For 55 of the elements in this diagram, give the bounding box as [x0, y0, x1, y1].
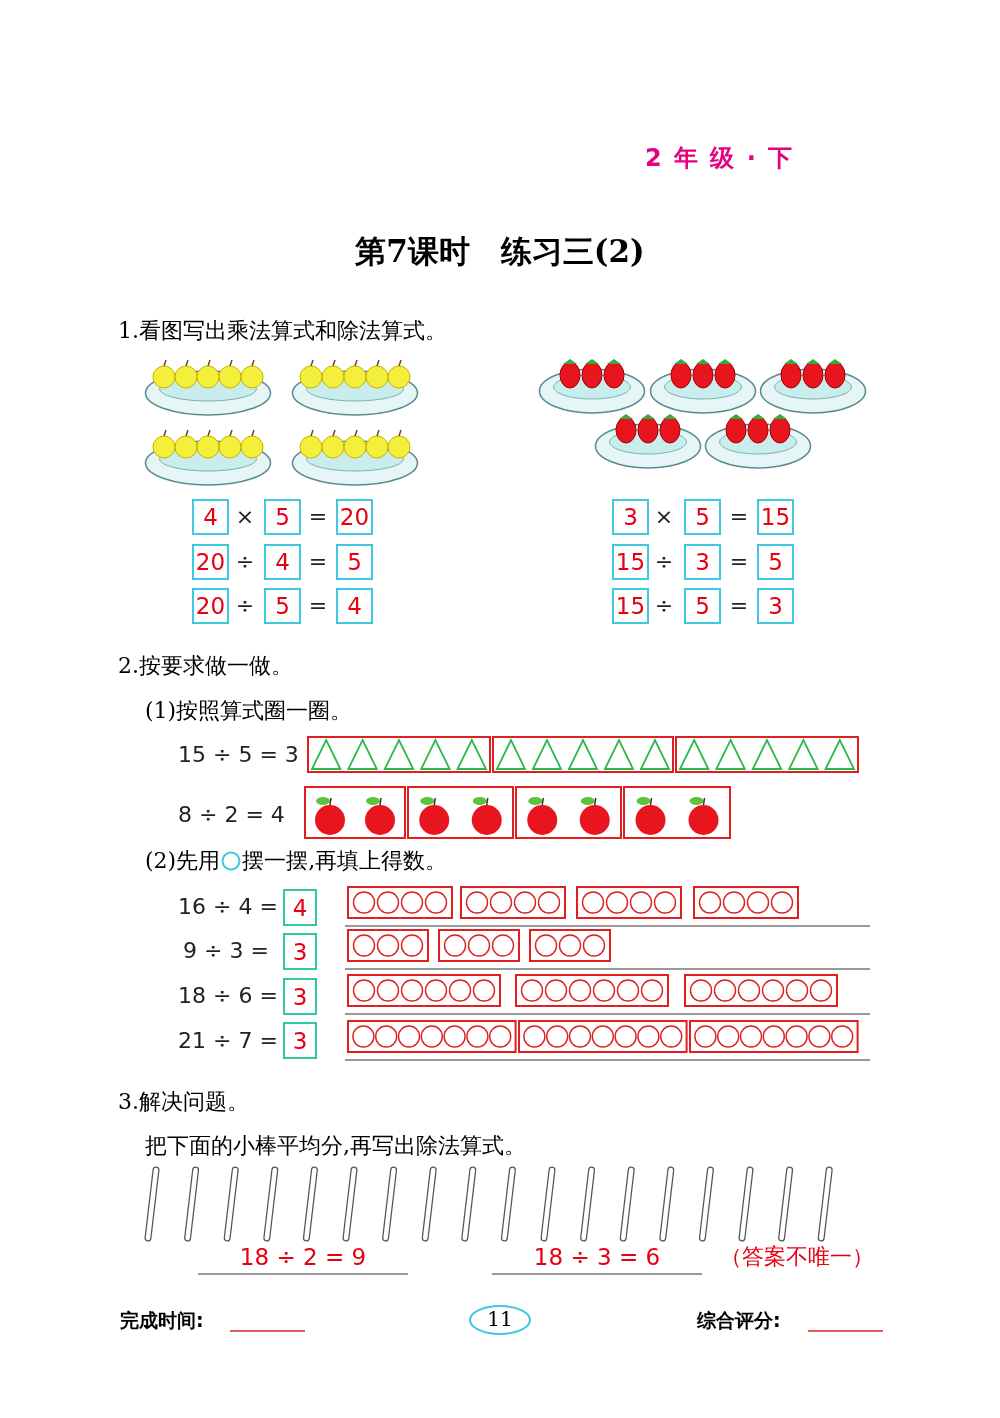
operator-sign: =: [729, 506, 749, 528]
operator-sign: ×: [654, 506, 674, 528]
operator-sign: ÷: [235, 551, 255, 573]
equation-text: 16 ÷ 4 =: [178, 896, 278, 918]
operator-sign: ÷: [654, 551, 674, 573]
field-label: 完成时间:: [120, 1311, 204, 1330]
grade-label: 2 年 级 · 下: [645, 146, 795, 170]
answer-box: 5: [684, 499, 721, 535]
operator-sign: =: [308, 595, 328, 617]
equation-text: 15 ÷ 5 = 3: [178, 744, 299, 766]
equation-text: 8 ÷ 2 = 4: [178, 804, 285, 826]
answer-text: 18 ÷ 3 = 6: [533, 1246, 661, 1269]
answer-box: 4: [283, 889, 317, 926]
answer-box: 15: [612, 544, 649, 580]
operator-sign: ÷: [654, 595, 674, 617]
operator-sign: ÷: [235, 595, 255, 617]
answer-box: 5: [264, 588, 301, 624]
page-number: 11: [487, 1309, 513, 1329]
answer-box: 3: [283, 1022, 317, 1059]
field-label: 综合评分:: [697, 1311, 781, 1330]
instruction-text: 把下面的小棒平均分,再写出除法算式。: [145, 1135, 526, 1157]
answer-box: 20: [336, 499, 373, 535]
equation-text: 18 ÷ 6 =: [178, 985, 278, 1007]
question-heading: 2.按要求做一做。: [118, 655, 293, 677]
answer-box: 5: [757, 544, 794, 580]
equation-text: 9 ÷ 3 =: [183, 940, 269, 962]
answer-box: 4: [336, 588, 373, 624]
answer-box: 4: [264, 544, 301, 580]
operator-sign: ×: [235, 506, 255, 528]
instruction-text: (1)按照算式圈一圈。: [145, 700, 353, 722]
operator-sign: =: [308, 506, 328, 528]
equation-text: 21 ÷ 7 =: [178, 1030, 278, 1052]
answer-box: 20: [192, 544, 229, 580]
answer-text: 18 ÷ 2 = 9: [239, 1246, 367, 1269]
answer-box: 3: [612, 499, 649, 535]
answer-box: 5: [684, 588, 721, 624]
answer-box: 3: [684, 544, 721, 580]
operator-sign: =: [729, 551, 749, 573]
answer-box: 3: [283, 978, 317, 1015]
answer-box: 5: [264, 499, 301, 535]
question-heading: 3.解决问题。: [118, 1091, 249, 1113]
answer-box: 3: [757, 588, 794, 624]
answer-box: 20: [192, 588, 229, 624]
answer-box: 5: [336, 544, 373, 580]
instruction-text: 摆一摆,再填上得数。: [242, 850, 448, 872]
note-text: （答案不唯一）: [720, 1246, 874, 1268]
answer-box: 3: [283, 933, 317, 970]
answer-box: 4: [192, 499, 229, 535]
operator-sign: =: [729, 595, 749, 617]
answer-box: 15: [757, 499, 794, 535]
title: 第7课时 练习三(2): [355, 236, 645, 267]
instruction-text: (2)先用: [145, 850, 221, 872]
answer-box: 15: [612, 588, 649, 624]
question-heading: 1.看图写出乘法算式和除法算式。: [118, 320, 447, 342]
operator-sign: =: [308, 551, 328, 573]
